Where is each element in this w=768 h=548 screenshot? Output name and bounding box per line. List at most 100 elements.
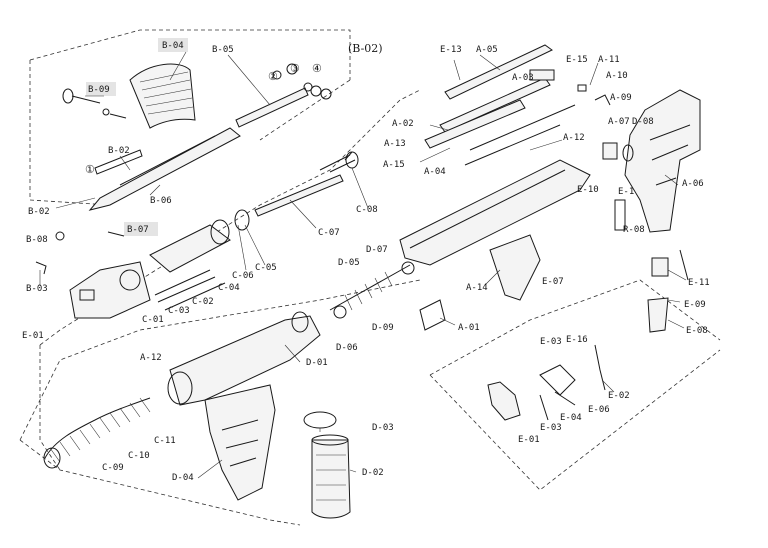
- lever-e02: [594, 344, 606, 391]
- label-d04: D-04: [172, 473, 194, 483]
- d-group-assembly: [19, 261, 421, 526]
- label-a04: A-04: [424, 167, 446, 177]
- trigger-guard-a14: [489, 234, 541, 301]
- label-b06: B-06: [150, 196, 172, 206]
- main-body-d01: [169, 315, 321, 406]
- label-d08: D-08: [632, 117, 654, 127]
- part-e08: [647, 297, 669, 333]
- label-c08: C-08: [356, 205, 378, 215]
- label-r08: R-08: [623, 225, 645, 235]
- washer-b08: [55, 231, 65, 241]
- spring-e04: [554, 391, 576, 406]
- screw-b09-head: [62, 88, 74, 104]
- label-e10: E-10: [577, 185, 599, 195]
- label-a03: A-03: [512, 73, 534, 83]
- label-c10: C-10: [128, 451, 150, 461]
- label-e16: E-16: [566, 335, 588, 345]
- label-c09: C-09: [102, 463, 124, 473]
- label-b04: B-04: [162, 41, 184, 51]
- label-a15: A-15: [383, 160, 405, 170]
- sleeve-c01: [149, 224, 231, 273]
- bar-a02: [424, 99, 526, 149]
- rod-b05: [235, 87, 309, 128]
- label-circle-1: ①: [85, 163, 95, 176]
- e-group-assembly: [429, 249, 721, 491]
- label-c01: C-01: [142, 315, 164, 325]
- label-e08: E-08: [686, 326, 708, 336]
- housing-e01: [487, 381, 521, 421]
- label-e02: E-02: [608, 391, 630, 401]
- leader-lines: [39, 51, 687, 479]
- label-a05: A-05: [476, 45, 498, 55]
- spring-d09: [329, 264, 411, 311]
- label-d07: D-07: [366, 245, 388, 255]
- label-b05: B-05: [212, 45, 234, 55]
- label-d05: D-05: [338, 258, 360, 268]
- label-d09: D-09: [372, 323, 394, 333]
- label-e07: E-07: [542, 277, 564, 287]
- label-c11: C-11: [154, 436, 176, 446]
- part-r08: [614, 199, 626, 231]
- hammer-e03: [539, 364, 576, 396]
- label-e01-front: E-01: [22, 331, 44, 341]
- label-e01-lower: E-01: [518, 435, 540, 445]
- label-a01: A-01: [458, 323, 480, 333]
- a-group-assembly: [399, 44, 701, 331]
- block-e11: [651, 257, 669, 277]
- label-d03: D-03: [372, 423, 394, 433]
- label-e09: E-09: [684, 300, 706, 310]
- washer-d08: [622, 144, 634, 162]
- label-a14: A-14: [466, 283, 488, 293]
- plate-a07: [602, 142, 618, 160]
- stock-a06: [624, 89, 701, 233]
- label-a02: A-02: [392, 119, 414, 129]
- label-circle-2: ②: [268, 70, 278, 83]
- label-a12-lower: A-12: [140, 353, 162, 363]
- ring-d03: [303, 411, 337, 429]
- label-a09: A-09: [610, 93, 632, 103]
- cover-b04: [129, 63, 196, 129]
- label-c05: C-05: [255, 263, 277, 273]
- label-e13: E-13: [440, 45, 462, 55]
- label-group-b02: (B-02): [348, 42, 383, 55]
- label-c03: C-03: [168, 306, 190, 316]
- label-b02-lower: B-02: [28, 207, 50, 217]
- label-a07: A-07: [608, 117, 630, 127]
- top-bar-a05: [444, 44, 553, 100]
- label-d06: D-06: [336, 343, 358, 353]
- b-group-assembly: [29, 29, 351, 275]
- label-b09: B-09: [88, 85, 110, 95]
- label-c07: C-07: [318, 228, 340, 238]
- highlight-b07: [124, 222, 158, 236]
- label-circle-4: ④: [312, 62, 322, 75]
- label-e15: E-15: [566, 55, 588, 65]
- label-b07: B-07: [127, 225, 149, 235]
- highlight-b09: [86, 82, 116, 96]
- label-a06: A-06: [682, 179, 704, 189]
- label-circle-3: ③: [290, 62, 300, 75]
- guide-rod-c07: [254, 174, 344, 217]
- ring-c05: [234, 209, 250, 231]
- label-b08: B-08: [26, 235, 48, 245]
- label-e03-lower: E-03: [540, 423, 562, 433]
- label-b03: B-03: [26, 284, 48, 294]
- label-a13: A-13: [384, 139, 406, 149]
- grip-d04: [204, 384, 276, 501]
- highlight-b04: [158, 38, 188, 52]
- label-a11: A-11: [598, 55, 620, 65]
- bar-a03: [439, 77, 551, 133]
- receiver-a01: [399, 159, 591, 266]
- label-d02: D-02: [362, 468, 384, 478]
- label-e03-upper: E-03: [540, 337, 562, 347]
- label-e11: E-11: [688, 278, 710, 288]
- block-e15: [529, 69, 555, 81]
- spring-c09: [44, 397, 151, 459]
- label-c02: C-02: [192, 297, 214, 307]
- label-c04: C-04: [218, 283, 240, 293]
- label-a12: A-12: [563, 133, 585, 143]
- label-a10: A-10: [606, 71, 628, 81]
- label-e04: E-04: [560, 413, 582, 423]
- label-e06: E-06: [588, 405, 610, 415]
